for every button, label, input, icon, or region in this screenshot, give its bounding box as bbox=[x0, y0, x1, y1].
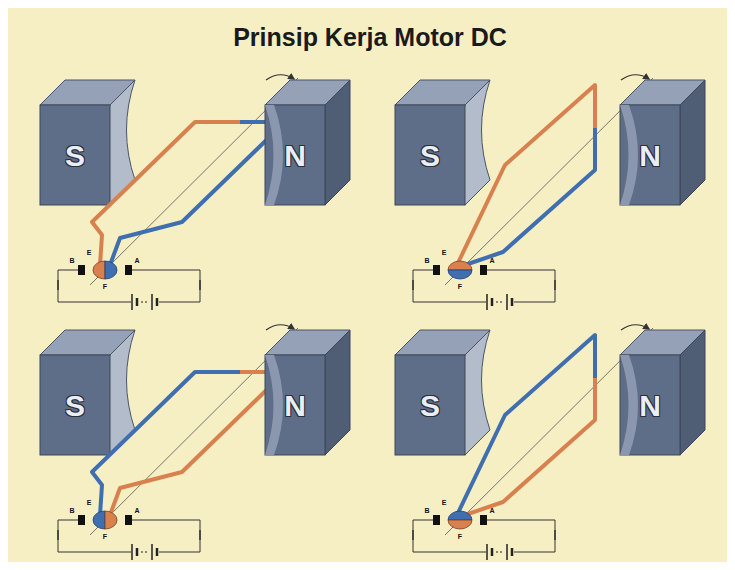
brush-letter: A bbox=[134, 257, 139, 264]
commutator-letter: E bbox=[87, 499, 92, 506]
motor-panel bbox=[105, 511, 117, 529]
motor-panel bbox=[413, 265, 555, 310]
commutator-letter: E bbox=[442, 249, 447, 256]
brush-letter: B bbox=[69, 257, 74, 264]
motor-panel bbox=[40, 80, 135, 205]
page-ground bbox=[8, 8, 727, 562]
motor-panel bbox=[395, 325, 705, 560]
motor-panel bbox=[92, 372, 240, 515]
motor-panel bbox=[265, 80, 350, 205]
brush-letter: B bbox=[69, 507, 74, 514]
magnet-pole: S bbox=[420, 141, 440, 171]
magnet-pole: N bbox=[639, 141, 661, 171]
motor-panel bbox=[40, 330, 135, 455]
motor-panel bbox=[413, 515, 555, 560]
motor-panel bbox=[457, 85, 595, 265]
commutator-letter: F bbox=[103, 283, 107, 290]
motor-panel bbox=[395, 75, 705, 310]
magnet-pole: S bbox=[420, 391, 440, 421]
magnet-pole: N bbox=[284, 141, 306, 171]
motor-panel bbox=[465, 128, 595, 265]
motor-panel bbox=[105, 261, 117, 279]
motor-panel bbox=[110, 372, 285, 515]
motor-panel bbox=[110, 122, 285, 265]
motor-panel bbox=[58, 515, 200, 560]
magnet-pole: N bbox=[639, 391, 661, 421]
motor-panel bbox=[395, 330, 490, 455]
motor-panel bbox=[448, 270, 472, 279]
motor-panel bbox=[265, 330, 350, 455]
magnet-pole: S bbox=[65, 141, 85, 171]
motor-panel bbox=[465, 378, 595, 515]
motor-panel bbox=[448, 511, 472, 520]
brush-letter: B bbox=[424, 257, 429, 264]
motor-panel bbox=[395, 80, 490, 205]
commutator-letter: F bbox=[458, 283, 462, 290]
brush-letter: A bbox=[489, 257, 494, 264]
motor-panel bbox=[448, 261, 472, 270]
commutator-letter: E bbox=[87, 249, 92, 256]
motor-panel bbox=[58, 265, 200, 310]
magnet-pole: N bbox=[284, 391, 306, 421]
diagram-title: Prinsip Kerja Motor DC bbox=[233, 25, 507, 50]
commutator-letter: F bbox=[458, 533, 462, 540]
brush-letter: A bbox=[134, 507, 139, 514]
brush-letter: A bbox=[489, 507, 494, 514]
commutator-letter: E bbox=[442, 499, 447, 506]
motor-panel bbox=[457, 335, 595, 515]
motor-panel bbox=[448, 520, 472, 529]
magnet-pole: S bbox=[65, 391, 85, 421]
motor-panel bbox=[40, 325, 350, 560]
motor-panel bbox=[93, 511, 105, 529]
motor-panel bbox=[40, 75, 350, 310]
motor-panel bbox=[620, 80, 705, 205]
motor-panel bbox=[93, 261, 105, 279]
commutator-letter: F bbox=[103, 533, 107, 540]
motor-panel bbox=[620, 330, 705, 455]
brush-letter: B bbox=[424, 507, 429, 514]
motor-panel bbox=[92, 122, 240, 265]
